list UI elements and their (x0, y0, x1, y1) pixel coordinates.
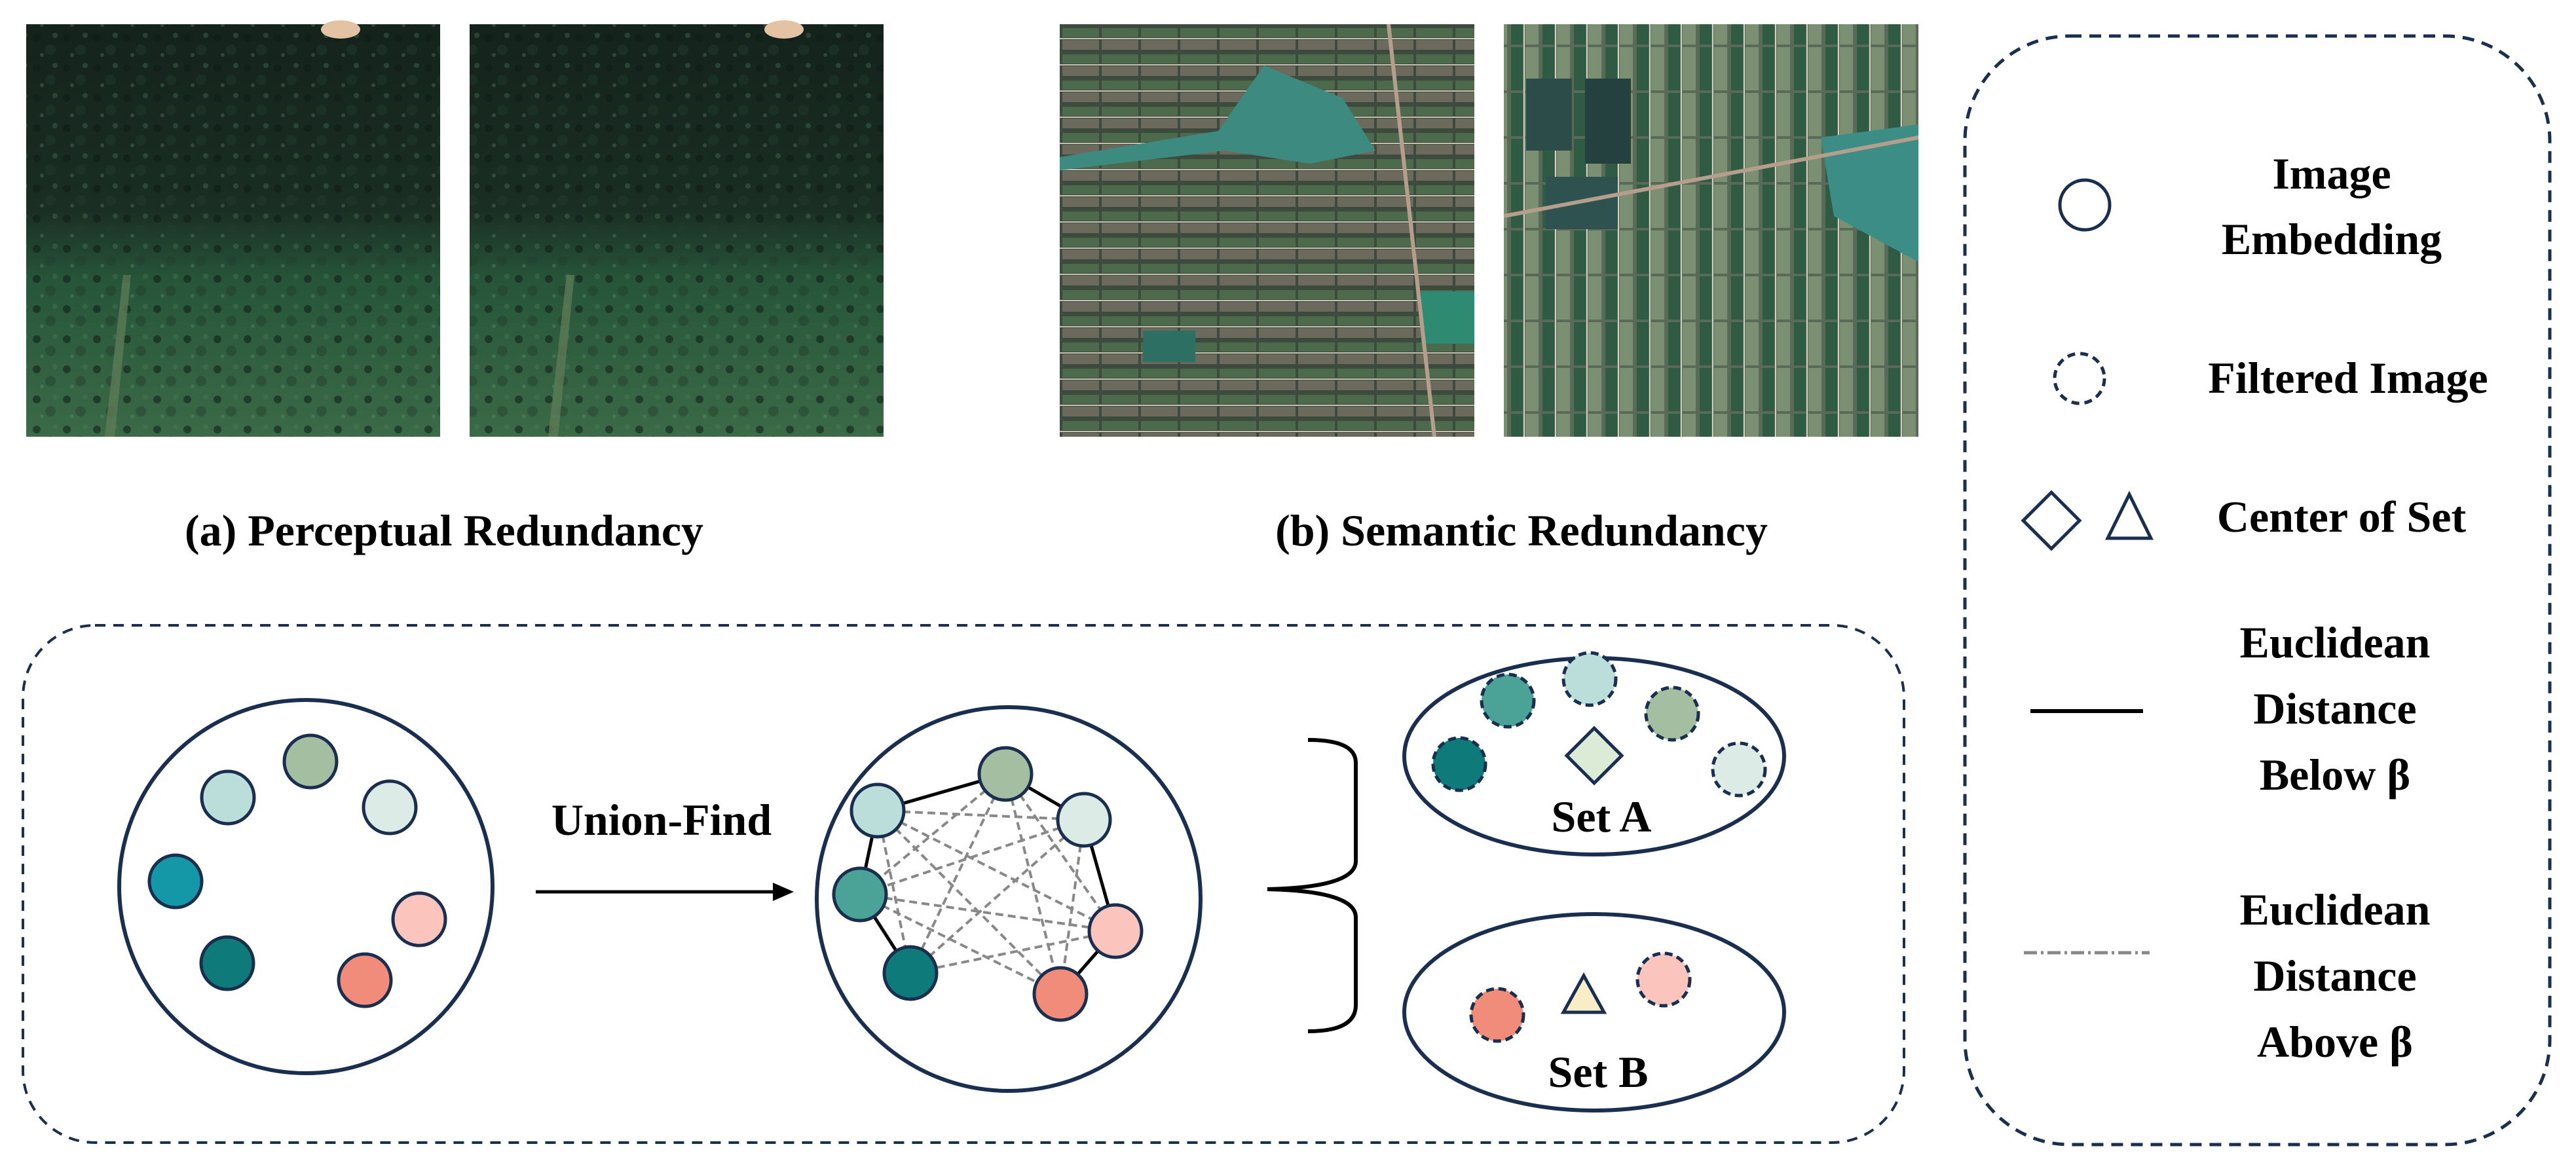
set-b-boundary (1402, 912, 1786, 1112)
semantic-image-2 (1503, 24, 1919, 437)
filtered-node (1635, 951, 1692, 1008)
legend-center-of-set-label: Center of Set (2217, 492, 2467, 542)
caption-perceptual: (a) Perceptual Redundancy (185, 505, 703, 555)
graph-node (1032, 966, 1089, 1022)
graph-node (1056, 792, 1112, 848)
legend-panel (1963, 34, 2552, 1147)
embedding-node (337, 952, 393, 1008)
filtered-node (1644, 686, 1700, 742)
embedding-node (362, 779, 418, 836)
legend-distance-above-line1: Euclidean (2240, 885, 2431, 934)
graph-boundary (815, 705, 1203, 1093)
legend-distance-below-line1: Euclidean (2240, 617, 2431, 667)
filtered-node (1431, 736, 1487, 792)
legend-image-embedding: Image Embedding (2058, 149, 2442, 264)
legend-distance-above-line2: Distance (2253, 951, 2416, 1001)
curly-brace (1267, 738, 1358, 1033)
embedding-node (391, 891, 447, 947)
filtered-node (1561, 651, 1618, 707)
legend-image-embedding-line2: Embedding (2222, 214, 2442, 264)
perceptual-image-2 (470, 20, 884, 437)
filtered-node (1711, 741, 1767, 798)
legend-distance-above: Euclidean Distance Above β (2024, 885, 2430, 1067)
union-find-arrow: Union-Find (536, 795, 794, 901)
set-b-label: Set B (1548, 1047, 1649, 1097)
circle-icon (2058, 178, 2112, 232)
pipeline-panel (22, 624, 1905, 1144)
legend-distance-below-line3: Below β (2260, 750, 2410, 799)
union-find-label: Union-Find (551, 795, 772, 845)
embedding-node (147, 853, 204, 910)
semantic-image-1 (1060, 24, 1474, 437)
legend-center-of-set: Center of Set (2021, 490, 2467, 551)
caption-semantic: (b) Semantic Redundancy (1275, 505, 1768, 555)
triangle-icon (2104, 490, 2154, 540)
legend-distance-above-line3: Above β (2257, 1017, 2413, 1067)
set-a-center-diamond (1564, 726, 1624, 786)
filtered-node (1469, 987, 1525, 1043)
pool-boundary (117, 698, 495, 1075)
embedding-node (200, 769, 256, 826)
graph-node (832, 866, 888, 923)
embedding-node (199, 935, 255, 991)
legend-image-embedding-line1: Image (2272, 149, 2391, 198)
set-b: Set B (1402, 912, 1786, 1112)
dashed-circle-icon (2053, 352, 2106, 405)
graph-node (849, 782, 906, 839)
graph-node (882, 945, 939, 1001)
graph-node (1087, 903, 1144, 959)
legend-filtered-image-label: Filtered Image (2208, 353, 2488, 403)
legend-distance-below: Euclidean Distance Below β (2030, 617, 2430, 799)
filtered-node (1480, 672, 1536, 729)
set-a: Set A (1402, 651, 1786, 856)
dashed-edges (859, 773, 1117, 995)
embedding-node (282, 733, 339, 790)
distance-graph (815, 705, 1203, 1093)
set-a-label: Set A (1552, 792, 1652, 841)
legend-filtered-image: Filtered Image (2053, 352, 2488, 405)
diamond-icon (2021, 490, 2082, 551)
perceptual-image-1 (26, 20, 440, 437)
embeddings-pool (117, 698, 495, 1075)
graph-node (977, 746, 1034, 802)
legend-distance-below-line2: Distance (2253, 684, 2416, 733)
set-b-center-triangle (1560, 972, 1607, 1014)
